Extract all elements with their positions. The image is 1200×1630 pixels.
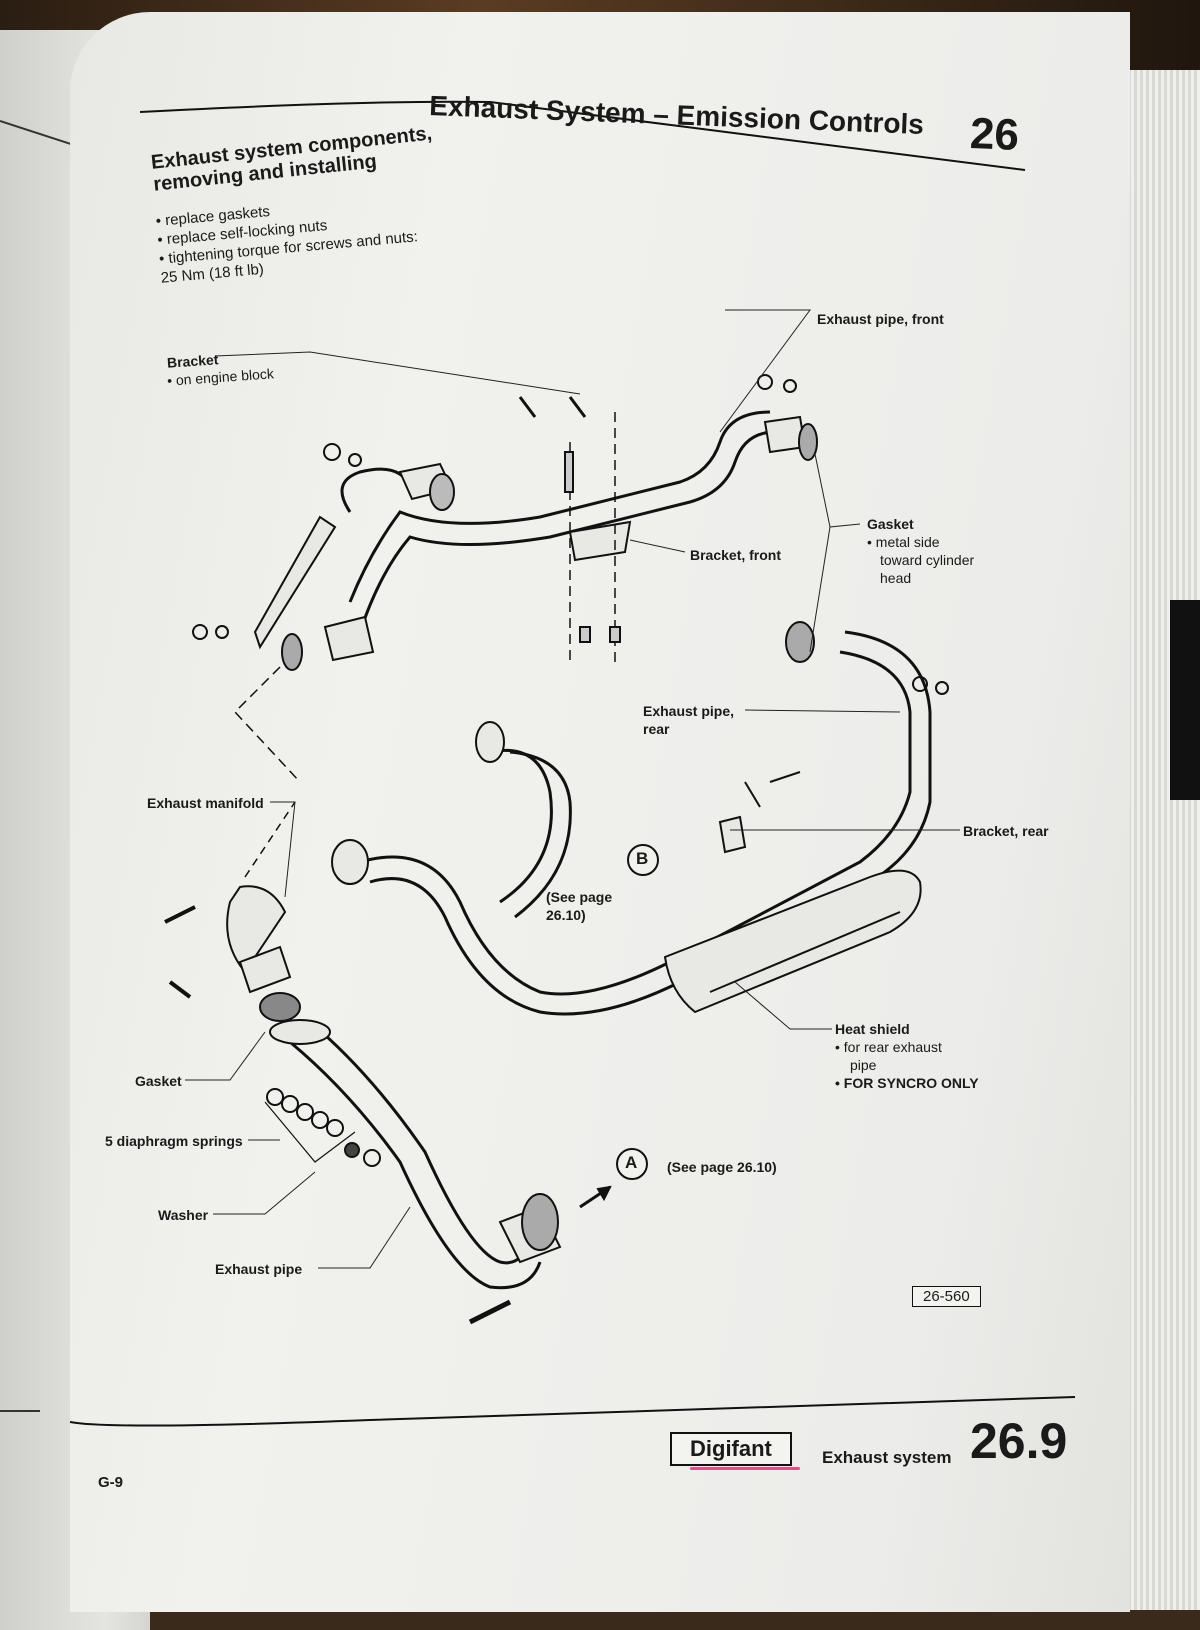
rear-pipe — [359, 650, 912, 996]
label-washer: Washer — [158, 1207, 209, 1223]
label-bracket-front: Bracket, front — [690, 547, 782, 563]
callout-a: A — [625, 1153, 638, 1172]
label-bracket-rear: Bracket, rear — [963, 823, 1049, 839]
diaphragm-springs — [266, 1088, 381, 1167]
page-rules — [70, 100, 1076, 1427]
label-heat-shield-note: • FOR SYNCRO ONLY — [835, 1075, 979, 1091]
label-exhaust-pipe-rear: Exhaust pipe, — [643, 703, 735, 719]
footer-engine-badge: Digifant — [670, 1432, 792, 1466]
label-see-page-b: 26.10) — [546, 907, 586, 923]
label-gasket-top-note: • metal side — [867, 534, 940, 550]
left-page-rule-lower — [0, 1410, 40, 1412]
footer-section-name: Exhaust system — [822, 1448, 952, 1467]
exhaust-manifold — [226, 885, 287, 974]
callout-b: B — [636, 849, 649, 868]
label-exhaust-manifold: Exhaust manifold — [147, 795, 264, 811]
label-see-page-b: (See page — [546, 889, 613, 905]
label-heat-shield: Heat shield — [835, 1021, 910, 1037]
label-gasket-top-note: toward cylinder — [880, 552, 975, 568]
footer-page-number: 26.9 — [970, 1413, 1068, 1469]
callout-b-circle — [627, 844, 659, 876]
label-exhaust-pipe: Exhaust pipe — [215, 1261, 303, 1277]
label-gasket-top-note: head — [880, 570, 912, 586]
highlight-underline — [690, 1467, 800, 1470]
label-heat-shield-note: • for rear exhaust — [835, 1039, 942, 1055]
label-gasket-top: Gasket — [867, 516, 914, 532]
front-pipe — [348, 410, 771, 603]
footer-page-code: G-9 — [98, 1474, 124, 1491]
manual-page: Exhaust System – Emission Controls 26 Ex… — [70, 12, 1130, 1612]
label-exhaust-pipe-rear: rear — [643, 721, 670, 737]
index-tab-lower — [1170, 600, 1200, 800]
figure-number: 26-560 — [912, 1286, 981, 1307]
callout-a-circle — [616, 1148, 648, 1180]
exhaust-pipe — [289, 1040, 542, 1290]
label-heat-shield-note: pipe — [850, 1057, 877, 1073]
label-exhaust-pipe-front: Exhaust pipe, front — [817, 311, 944, 327]
label-diaphragm-springs: 5 diaphragm springs — [105, 1133, 243, 1149]
label-see-page-a: (See page 26.10) — [667, 1159, 777, 1175]
label-gasket-lower: Gasket — [135, 1073, 182, 1089]
exhaust-diagram — [164, 309, 960, 1325]
heat-shield — [663, 869, 922, 1014]
